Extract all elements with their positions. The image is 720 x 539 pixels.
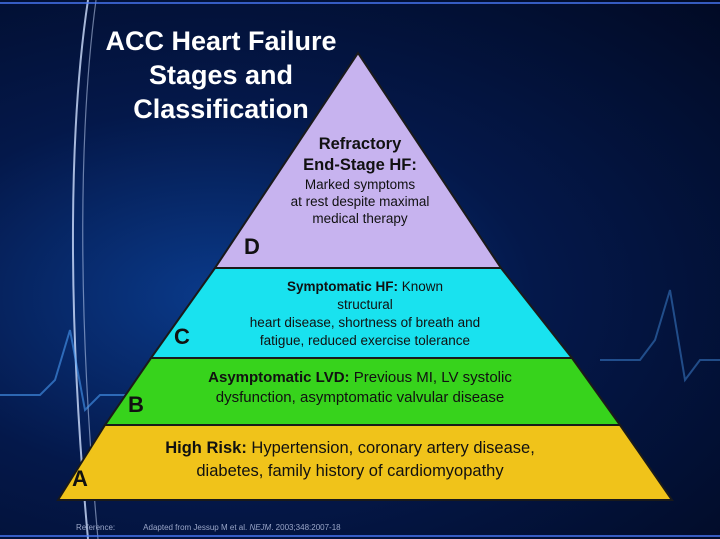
reference-journal: NEJM (249, 523, 272, 532)
stage-b-line1-rest: Previous MI, LV systolic (349, 369, 512, 386)
stage-c-body-line: structural (337, 297, 393, 312)
ecg-line-right (600, 289, 720, 383)
stage-d-body: Marked symptoms at rest despite maximal … (255, 176, 465, 227)
stage-a-line1-rest: Hypertension, coronary artery disease, (246, 439, 535, 457)
stage-b-letter: B (128, 392, 144, 417)
title-line: ACC Heart Failure (105, 26, 337, 56)
stage-d-body-line: Marked symptoms (304, 177, 416, 192)
stage-b-body-line: dysfunction, asymptomatic valvular disea… (215, 389, 505, 406)
stage-c-line-1: Symptomatic HF: Known (200, 278, 530, 296)
stage-c-letter: C (174, 324, 190, 349)
stage-b-text: Asymptomatic LVD: Previous MI, LV systol… (150, 368, 570, 408)
stage-c-body-line: fatigue, reduced exercise tolerance (259, 333, 471, 348)
stage-c-heading: Symptomatic HF: (286, 279, 398, 294)
title-line: Classification (133, 94, 309, 124)
stage-b-heading: Asymptomatic LVD: (208, 369, 350, 386)
stage-d-heading-line: Refractory (318, 135, 402, 153)
stage-d-body-line: medical therapy (312, 211, 408, 226)
stage-d-letter: D (244, 234, 260, 259)
stage-a-letter: A (72, 466, 88, 491)
left-swoosh-line-2 (82, 0, 99, 539)
stage-d-heading-line: End-Stage HF: (303, 156, 417, 174)
stage-d-heading: Refractory End-Stage HF: (255, 134, 465, 176)
stage-b-line-1: Asymptomatic LVD: Previous MI, LV systol… (150, 368, 570, 388)
stage-a-body-line: diabetes, family history of cardiomyopat… (196, 462, 504, 480)
slide-title: ACC Heart Failure Stages and Classificat… (96, 24, 346, 126)
reference-text-suffix: . 2003;348:2007-18 (271, 523, 341, 532)
tier-a-shape (56, 424, 674, 501)
reference-note: Reference: Adapted from Jessup M et al. … (76, 523, 341, 532)
stage-c-text: Symptomatic HF: Known structural heart d… (200, 278, 530, 350)
stage-a-text: High Risk: Hypertension, coronary artery… (100, 437, 600, 483)
ecg-line (0, 329, 140, 413)
stage-d-body-line: at rest despite maximal (290, 194, 430, 209)
reference-label: Reference: (76, 523, 116, 532)
stage-d-text: Refractory End-Stage HF: Marked symptoms… (255, 134, 465, 227)
stage-a-line-1: High Risk: Hypertension, coronary artery… (100, 437, 600, 460)
left-swoosh-line (71, 0, 89, 539)
stage-c-body-line: heart disease, shortness of breath and (249, 315, 481, 330)
stage-c-line1-rest: Known (397, 279, 444, 294)
reference-text-prefix: Adapted from Jessup M et al. (143, 523, 250, 532)
stage-a-heading: High Risk: (165, 439, 247, 457)
title-line: Stages and (148, 60, 294, 90)
